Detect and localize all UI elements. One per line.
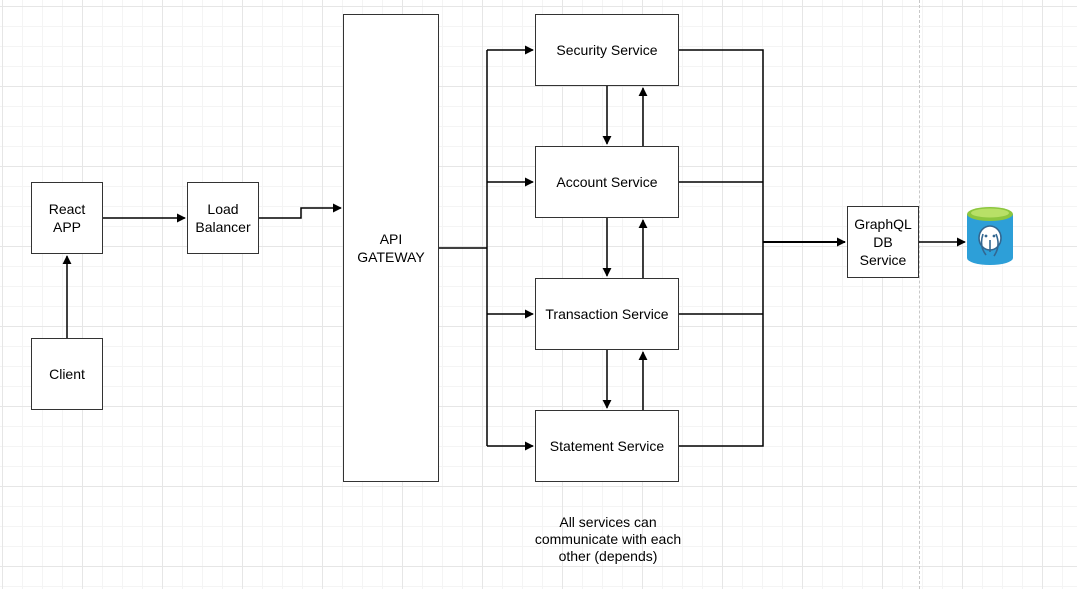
postgresql-database-icon xyxy=(967,207,1013,265)
transaction-service-node: Transaction Service xyxy=(535,278,679,350)
load-balancer-node: Load Balancer xyxy=(187,182,259,254)
account-service-node: Account Service xyxy=(535,146,679,218)
edge-load-balancer-to-gateway xyxy=(259,203,342,219)
edge-security-to-bus xyxy=(679,49,764,447)
statement-service-node: Statement Service xyxy=(535,410,679,482)
elephant-icon xyxy=(978,225,1002,257)
react-app-node: React APP xyxy=(31,182,103,254)
client-node: Client xyxy=(31,338,103,410)
graphql-db-service-node: GraphQL DB Service xyxy=(847,206,919,278)
security-service-node: Security Service xyxy=(535,14,679,86)
api-gateway-node: API GATEWAY xyxy=(343,14,439,482)
page-boundary-line xyxy=(919,0,920,589)
services-communication-note: All services can communicate with each o… xyxy=(534,514,682,564)
